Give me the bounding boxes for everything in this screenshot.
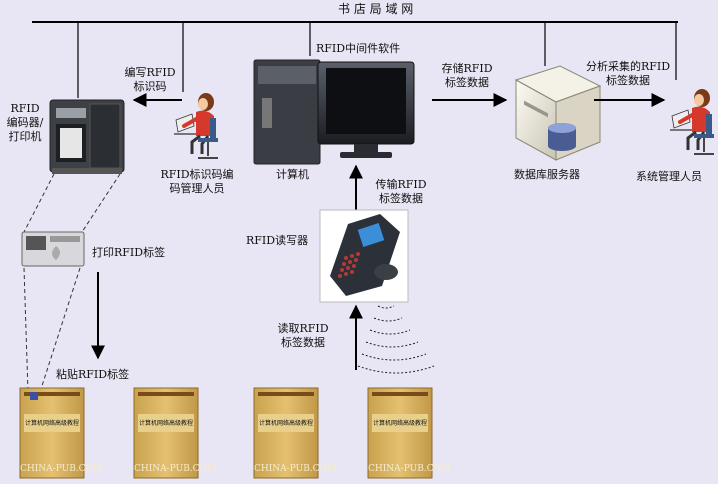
book-1 <box>19 387 85 479</box>
operator-label-line2: 码管理人员 <box>169 182 225 195</box>
transmit-label-line1: 传输RFID <box>375 178 427 191</box>
store-label-line1: 存储RFID <box>441 62 493 75</box>
database-server <box>514 65 602 161</box>
operator-label-line1: RFID标识码编 <box>160 168 234 181</box>
encoder-label-line3: 打印机 <box>8 130 42 143</box>
book-1-publisher: CHINA-PUB.COM <box>20 464 103 474</box>
middleware-label: RFID中间件软件 <box>316 42 401 55</box>
encoder-label-line1: RFID <box>10 102 40 115</box>
write-label-line1: 编写RFID <box>124 66 176 79</box>
radio-waves <box>357 305 435 374</box>
transmit-label-line2: 标签数据 <box>379 192 423 205</box>
operator-label: RFID标识码编 码管理人员 <box>152 168 242 196</box>
encoder-label: RFID 编码器/ 打印机 <box>2 102 48 144</box>
analyze-label-line2: 标签数据 <box>606 74 650 87</box>
rfid-reader-device <box>319 209 409 303</box>
book-3 <box>253 387 319 479</box>
read-label-line1: 读取RFID <box>277 322 329 335</box>
book-2 <box>133 387 199 479</box>
db-server-label: 数据库服务器 <box>514 168 580 181</box>
book-4 <box>367 387 433 479</box>
book-3-title: 计算机网络高级教程 <box>258 420 313 427</box>
computer-label: 计算机 <box>276 168 309 181</box>
book-4-publisher: CHINA-PUB.COM <box>368 464 451 474</box>
book-2-title: 计算机网络高级教程 <box>138 420 193 427</box>
write-rfid-label: 编写RFID 标识码 <box>118 66 182 94</box>
read-label-line2: 标签数据 <box>281 336 325 349</box>
write-label-line2: 标识码 <box>133 80 167 93</box>
book-4-title: 计算机网络高级教程 <box>372 420 427 427</box>
analyze-label-line1: 分析采集的RFID <box>585 60 671 73</box>
rfid-tag <box>21 231 85 267</box>
book-2-publisher: CHINA-PUB.COM <box>134 464 217 474</box>
book-3-publisher: CHINA-PUB.COM <box>254 464 337 474</box>
reader-label: RFID读写器 <box>246 234 309 247</box>
store-label-line2: 标签数据 <box>445 76 489 89</box>
paste-tag-label: 粘贴RFID标签 <box>56 368 130 381</box>
read-label: 读取RFID 标签数据 <box>272 322 334 350</box>
rfid-encoder-printer <box>49 99 125 174</box>
system-admin-person <box>668 87 716 156</box>
admin-label: 系统管理人员 <box>636 170 702 183</box>
book-1-title: 计算机网络高级教程 <box>24 420 79 427</box>
transmit-label: 传输RFID 标签数据 <box>370 178 432 206</box>
lan-title: 书 店 局 域 网 <box>334 2 418 16</box>
rfid-operator-person <box>172 91 220 160</box>
computer <box>253 59 415 165</box>
analyze-label: 分析采集的RFID 标签数据 <box>580 60 676 88</box>
store-label: 存储RFID 标签数据 <box>436 62 498 90</box>
encoder-label-line2: 编码器/ <box>6 116 44 129</box>
print-tag-label: 打印RFID标签 <box>92 246 166 259</box>
